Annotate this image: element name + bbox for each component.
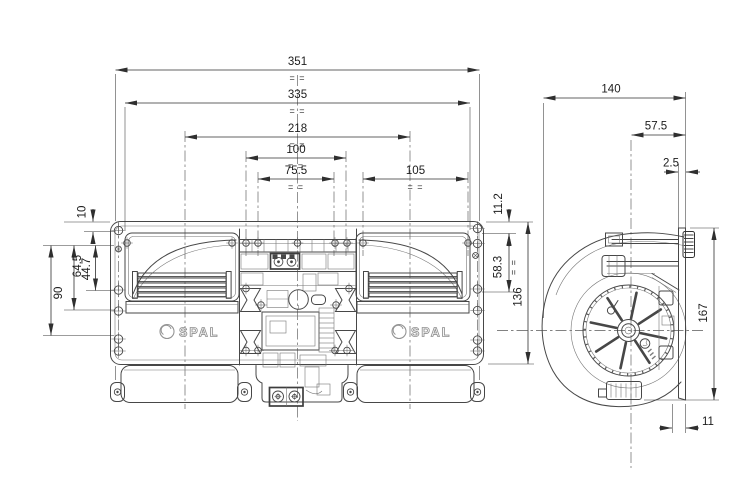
dim-11-2: 11.2 [493, 193, 505, 215]
dim-100: 100 [286, 144, 305, 156]
motor-mount-rails [601, 232, 680, 370]
grille-left [132, 271, 232, 299]
dim-75-5: 75.5 [285, 165, 307, 177]
dim-90: 90 [53, 287, 65, 300]
scroll-housing [541, 232, 687, 408]
spal-logo-text: SPAL [179, 326, 219, 340]
side-dimensions: 140 57.5 2.5 167 11 [543, 84, 719, 433]
mounting-plate [678, 227, 695, 401]
fan-wheel [582, 284, 675, 377]
spal-logo-icon [159, 323, 175, 340]
front-view: SPAL SPAL [110, 75, 486, 421]
symmetry-mark: = = [289, 73, 305, 83]
dim-44-7: 44.7 [81, 258, 93, 280]
front-dimensions: 351 = = 335 = = 218 = = 100 = = 75.5 = =… [43, 56, 534, 380]
spal-logo-icon [391, 323, 407, 340]
dim-57-5: 57.5 [645, 121, 667, 133]
mounting-clips [240, 288, 356, 354]
top-terminal-block [269, 252, 301, 270]
symmetry-mark: = = [289, 106, 305, 116]
dim-218: 218 [288, 123, 307, 135]
spal-logo-text: SPAL [411, 326, 451, 340]
dim-11: 11 [702, 416, 714, 428]
center-bracket [239, 239, 357, 292]
dim-2-5: 2.5 [663, 158, 679, 170]
symmetry-mark: = = [509, 259, 519, 275]
dim-136: 136 [513, 287, 525, 306]
dim-335: 335 [288, 89, 307, 101]
retaining-clip [682, 231, 695, 258]
motor-shaft-boss [266, 289, 326, 310]
lower-housing-right [343, 365, 485, 403]
spal-logo-right: SPAL [391, 323, 451, 340]
label-mark [639, 338, 656, 360]
bottom-clip [598, 381, 642, 400]
dim-58-3: 58.3 [493, 256, 505, 278]
symmetry-mark: = = [289, 140, 305, 150]
dim-140: 140 [601, 84, 620, 96]
dim-351: 351 [288, 56, 307, 68]
symmetry-mark: = = [288, 182, 304, 192]
balance-mark [606, 300, 619, 315]
dim-64-5: 64.5 [72, 255, 84, 277]
side-view [497, 140, 704, 468]
dim-105: 105 [406, 165, 425, 177]
bottom-terminal-block [255, 365, 349, 407]
dim-10: 10 [77, 206, 89, 219]
dim-167: 167 [698, 303, 710, 322]
motor-housing-block [261, 307, 335, 368]
mounting-flange [110, 221, 484, 365]
lower-housing-left [110, 365, 252, 403]
grille-right [363, 271, 463, 299]
symmetry-mark: = = [407, 182, 423, 192]
spal-logo-left: SPAL [159, 323, 219, 340]
symmetry-mark: = = [288, 161, 304, 171]
